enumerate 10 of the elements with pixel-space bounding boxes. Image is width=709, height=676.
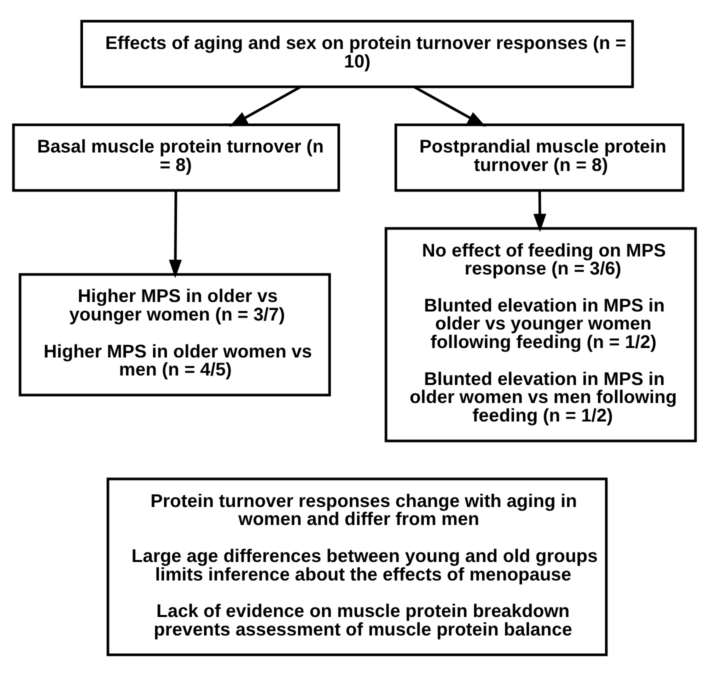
arrow (414, 86, 486, 127)
node-box: Postprandial muscle protein turnover (n = 8) (394, 124, 684, 192)
arrow (168, 190, 182, 278)
node-box: Effects of aging and sex on protein turnover responses (n = 10) (80, 20, 634, 88)
node-box: Protein turnover responses change with aging in women and differ from men Large age differences between young and old groups limits inference about the effects of menopause Lack of evidence on muscle protein breakdown prevents assessment of muscle protein balance (106, 478, 608, 656)
arrow (229, 86, 301, 127)
node-box: No effect of feeding on MPS response (n = 3/6) Blunted elevation in MPS in older vs younger women following feeding (n = 1/2) Blunted elevation in MPS in older women vs men following feeding (n = 1/2) (384, 227, 697, 442)
node-box: Higher MPS in older vs younger women (n = 3/7) Higher MPS in older women vs men (n = 4/5) (18, 273, 331, 396)
node-box: Basal muscle protein turnover (n = 8) (12, 124, 340, 192)
arrow (533, 190, 546, 232)
